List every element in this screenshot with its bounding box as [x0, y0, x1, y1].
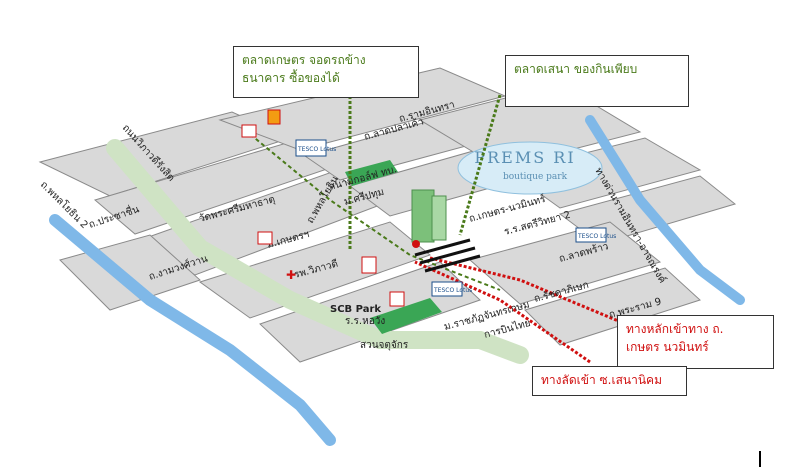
callout-market-top-line2: ธนาคาร ซื้อของได้ [242, 71, 340, 85]
callout-market-right: ตลาดเสนา ของกินเพียบ [505, 55, 689, 107]
callout-shortcut: ทางลัดเข้า ซ.เสนานิคม [532, 366, 687, 396]
block [468, 221, 662, 305]
callout-shortcut-text: ทางลัดเข้า ซ.เสนานิคม [541, 373, 662, 387]
callout-market-right-text: ตลาดเสนา ของกินเพียบ [514, 62, 638, 76]
expressway [585, 115, 745, 305]
connector-shortcut [414, 260, 591, 364]
transit-icon [389, 291, 405, 307]
bts-line [244, 129, 501, 291]
callout-main-entrance-line2: เกษตร นวมินทร์ [626, 340, 709, 354]
label-chatuchak: สวนจตุจักร [360, 340, 409, 351]
hospital-icon: ✚ [286, 268, 296, 282]
transit-icon [257, 231, 273, 245]
chatuchak-park [370, 298, 442, 334]
greenway-path [106, 139, 529, 364]
project-logo: PREMS RI boutique park [457, 141, 603, 195]
canal [49, 214, 336, 446]
callout-market-top-line1: ตลาดเกษตร จอดรถข้าง [242, 53, 366, 67]
callout-market-top: ตลาดเกษตร จอดรถข้าง ธนาคาร ซื้อของได้ [233, 46, 419, 98]
callout-main-entrance: ทางหลักเข้าทาง ถ. เกษตร นวมินทร์ [617, 315, 774, 369]
brand-tagline: boutique park [503, 172, 568, 182]
project-building [411, 189, 447, 248]
block [259, 261, 481, 363]
access-arrows [414, 238, 481, 273]
block [198, 221, 432, 319]
tesco-label-1: TESCO Lotus [297, 146, 336, 153]
map-icons: ✚ [241, 109, 405, 307]
text-cursor [759, 451, 761, 467]
tesco-label-2: TESCO Lotus [433, 287, 472, 294]
connector-main-entrance [429, 256, 641, 332]
tesco-label-3: TESCO Lotus [577, 233, 616, 240]
transit-icon [267, 109, 281, 125]
label-horwang: ร.ร.หอวัง [345, 316, 385, 327]
callout-main-entrance-line1: ทางหลักเข้าทาง ถ. [626, 322, 724, 336]
label-scb-park: SCB Park [330, 304, 381, 315]
transit-icon [361, 256, 377, 274]
transit-icon [241, 124, 257, 138]
brand-name: PREMS RI [474, 148, 575, 167]
tesco-markers: TESCO Lotus TESCO Lotus TESCO Lotus [295, 139, 616, 297]
golf-course [345, 160, 398, 186]
connector-market-right [458, 94, 502, 236]
